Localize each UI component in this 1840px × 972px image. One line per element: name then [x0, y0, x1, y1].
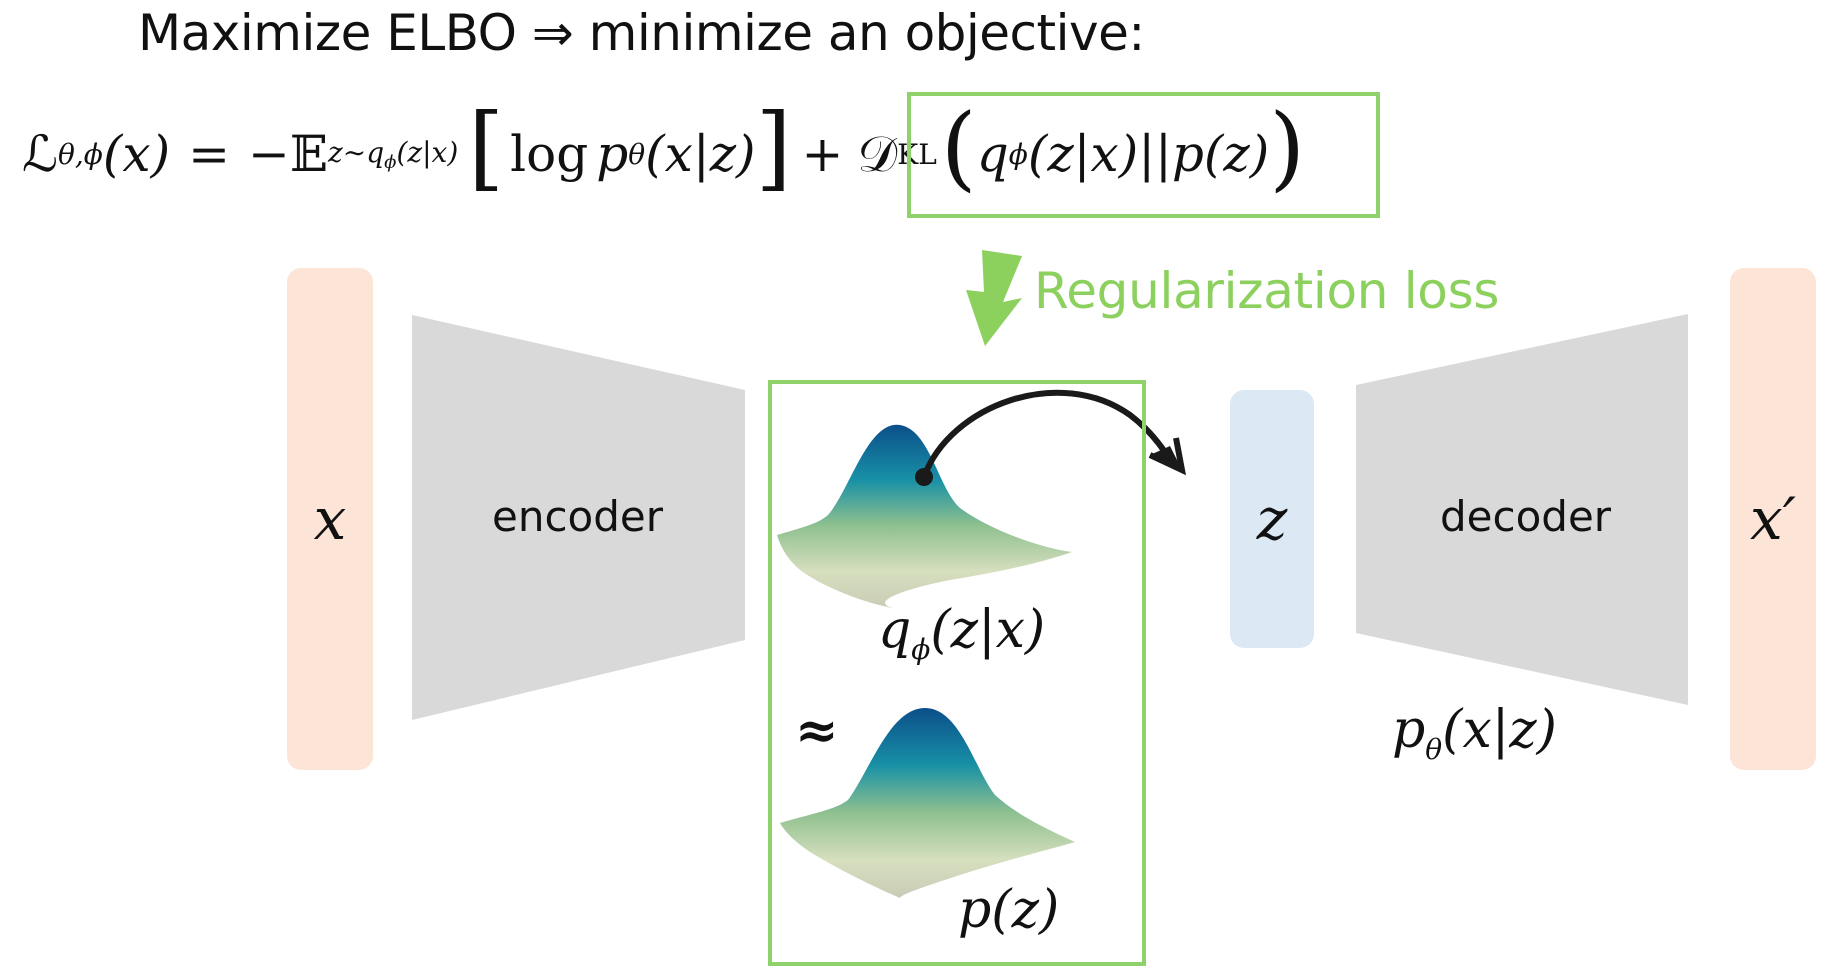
likelihood-label: pθ(x|z) — [1392, 700, 1557, 766]
kl-symbol: 𝒟 — [857, 124, 898, 183]
posterior-gaussian-surface — [777, 424, 1072, 608]
sampling-arrow-icon — [915, 389, 1187, 486]
prior-gaussian-surface — [780, 708, 1075, 898]
plus-sign: + — [801, 125, 844, 183]
likelihood-arg: (x|z) — [645, 125, 756, 183]
close-bracket: ] — [755, 94, 792, 201]
minus-sign: − — [247, 125, 290, 183]
encoder-label: encoder — [492, 492, 664, 541]
open-bracket: [ — [468, 94, 505, 201]
kl-open-paren: ( — [940, 94, 977, 201]
input-x-label: x — [313, 485, 347, 553]
decoder-label: decoder — [1440, 492, 1612, 541]
kl-q: q — [976, 125, 1009, 183]
kl-arg: (z|x)||p(z) — [1027, 125, 1270, 183]
log-text: log — [510, 125, 589, 183]
expectation-subscript: z∼qϕ(z|x) — [328, 135, 459, 173]
prior-label: p(z) — [958, 880, 1060, 940]
slide-title: Maximize ELBO ⇒ minimize an objective: — [138, 4, 1145, 62]
output-x-prime-bar: x′ — [1730, 268, 1816, 770]
decoder-trapezoid — [1356, 314, 1688, 705]
input-x-bar: x — [287, 268, 373, 770]
latent-z-label: z — [1256, 485, 1288, 553]
loss-symbol: ℒ — [22, 125, 59, 183]
loss-subscript: θ,ϕ — [58, 137, 103, 171]
regularization-loss-label: Regularization loss — [1034, 262, 1500, 320]
loss-arg: (x) — [102, 125, 171, 183]
kl-term-highlight-box — [907, 92, 1380, 218]
approx-symbol: ≈ — [795, 700, 839, 761]
encoder-trapezoid — [412, 315, 745, 720]
output-x-prime-label: x′ — [1750, 485, 1796, 553]
equals-sign: = — [188, 125, 230, 183]
likelihood-p: p — [596, 125, 629, 183]
expectation-symbol: 𝔼 — [289, 125, 329, 183]
latent-z-bar: z — [1230, 390, 1314, 648]
kl-subscript: KL — [897, 137, 937, 171]
distribution-match-box — [768, 380, 1146, 966]
kl-close-paren: ) — [1269, 94, 1306, 201]
down-arrow-icon — [966, 250, 1022, 346]
posterior-label: qϕ(z|x) — [878, 600, 1046, 666]
